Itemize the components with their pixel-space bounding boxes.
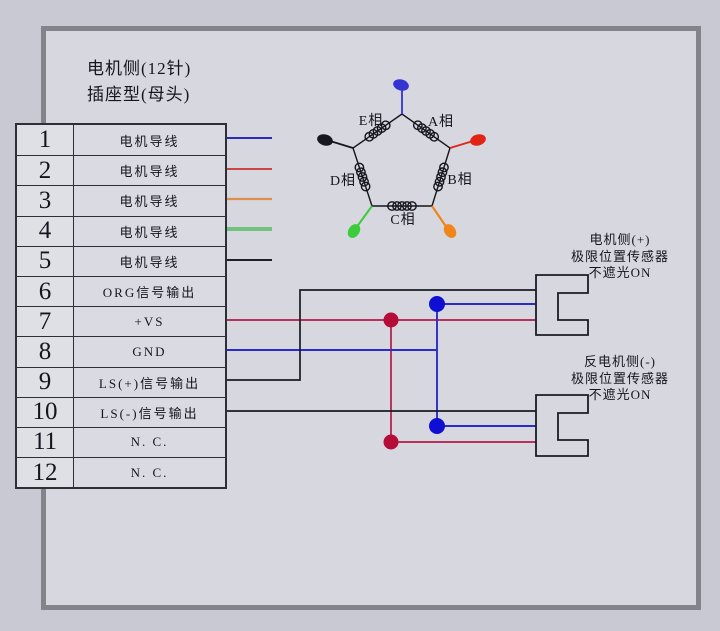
pin-table: 1 电机导线 2 电机导线 3 电机导线 4 电机导线 5 电机导线 6 ORG…: [15, 123, 227, 490]
phase-label-b: B相: [447, 173, 473, 188]
motor-terminal-orange: [443, 224, 457, 238]
pin-row: 2 电机导线: [17, 155, 225, 186]
pin-number: 2: [17, 156, 74, 186]
sensor-minus-caption-line1: 反电机侧(-): [584, 354, 656, 369]
connector-title-line1: 电机侧(12针): [87, 59, 192, 78]
sensor-plus-caption-line3: 不遮光ON: [588, 265, 652, 280]
phase-label-a: A相: [427, 115, 455, 130]
pin-row: 6 ORG信号输出: [17, 275, 225, 307]
junction-dot-vs-top: [383, 312, 399, 328]
pin-row: 8 GND: [17, 336, 225, 367]
pin-row: 3 电机导线: [17, 185, 225, 216]
pin-number: 11: [17, 427, 74, 458]
wire-ls-plus: [227, 289, 536, 381]
pin-number: 5: [17, 246, 74, 276]
motor-lead-red: [449, 140, 474, 149]
pin-number: 7: [17, 307, 74, 337]
pin-number: 3: [17, 186, 74, 216]
pin-number: 9: [17, 367, 74, 397]
pin-number: 8: [17, 337, 74, 367]
motor-pentagon: [352, 113, 451, 207]
motor-terminal-green: [347, 224, 361, 238]
pin-row: 12 N. C.: [17, 457, 225, 488]
sensor-plus-caption: 电机侧(+) 极限位置传感器 不遮光ON: [540, 232, 700, 282]
junction-dot-gnd-top: [429, 296, 445, 312]
phase-label-e: E相: [358, 114, 384, 129]
junction-dot-vs-bottom: [383, 434, 399, 450]
sensor-plus-caption-line2: 极限位置传感器: [570, 248, 669, 264]
pin-label: 电机导线: [119, 254, 180, 270]
pin-number: 10: [17, 397, 74, 427]
sensor-minus-caption-line3: 不遮光ON: [588, 387, 652, 402]
pin-label: LS(+)信号输出: [98, 375, 201, 391]
motor-lead-orange: [431, 205, 448, 229]
pin-label: ORG信号输出: [102, 285, 197, 301]
phase-label-d: D相: [329, 174, 357, 189]
pin-label: N. C.: [130, 464, 169, 480]
pin-label: 电机导线: [119, 164, 180, 180]
motor-lead-black: [329, 140, 354, 149]
pin-row: 1 电机导线: [17, 125, 225, 156]
pin-label: LS(-)信号输出: [100, 405, 199, 421]
pin-number: 12: [17, 458, 74, 488]
sensor-minus-outline: [535, 394, 589, 457]
connector-title-line2: 插座型(母头): [87, 85, 191, 104]
sensor-plus-outline: [535, 274, 589, 336]
motor-lead-green: [355, 205, 373, 229]
pin-row: 4 电机导线: [17, 215, 225, 246]
sensor-plus-caption-line1: 电机侧(+): [589, 232, 651, 247]
pin-label: 电机导线: [119, 133, 180, 149]
pin-number: 4: [17, 216, 74, 246]
pin-label: 电机导线: [119, 194, 180, 210]
pin-label: 电机导线: [119, 224, 180, 240]
pin-row: 5 电机导线: [17, 245, 225, 276]
junction-dot-gnd-bottom: [429, 418, 445, 434]
motor-terminal-black: [317, 134, 333, 146]
pin-row: 10 LS(-)信号输出: [17, 396, 225, 427]
connector-title: 电机侧(12针) 插座型(母头): [87, 56, 191, 108]
pin-row: 7 +VS: [17, 306, 225, 337]
motor-terminal-blue: [393, 79, 409, 91]
pin-label: GND: [132, 343, 167, 359]
pin-row: 9 LS(+)信号输出: [17, 366, 225, 397]
pin-number: 1: [17, 125, 74, 156]
pin-number: 6: [17, 276, 74, 307]
motor-terminal-red: [470, 134, 486, 146]
pin-row: 11 N. C.: [17, 426, 225, 458]
pin-label: N. C.: [130, 434, 169, 450]
sensor-minus-caption: 反电机侧(-) 极限位置传感器 不遮光ON: [540, 354, 700, 404]
pin-label: +VS: [134, 313, 165, 329]
sensor-minus-caption-line2: 极限位置传感器: [570, 370, 669, 386]
phase-label-c: C相: [390, 213, 416, 228]
